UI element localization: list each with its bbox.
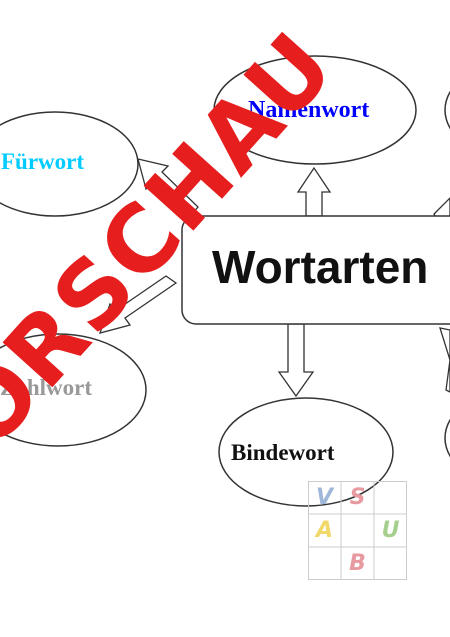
arrow-to-zahlwort xyxy=(98,275,178,334)
vsau-logo: V S A U B xyxy=(308,481,407,580)
node-namenwort-ellipse xyxy=(213,55,417,165)
arrow-to-fuerwort xyxy=(137,158,199,219)
center-box xyxy=(181,215,450,325)
node-right-top-ellipse xyxy=(444,90,450,130)
logo-grid xyxy=(308,481,407,580)
node-right-bottom-ellipse xyxy=(444,418,450,458)
arrow-to-bindewort xyxy=(277,323,315,398)
node-bindewort-ellipse xyxy=(218,397,394,507)
node-fuerwort-ellipse xyxy=(0,111,139,217)
node-zahlwort-ellipse xyxy=(0,333,147,447)
arrow-to-right-bottom xyxy=(439,327,450,393)
arrow-to-namenwort xyxy=(296,166,332,217)
